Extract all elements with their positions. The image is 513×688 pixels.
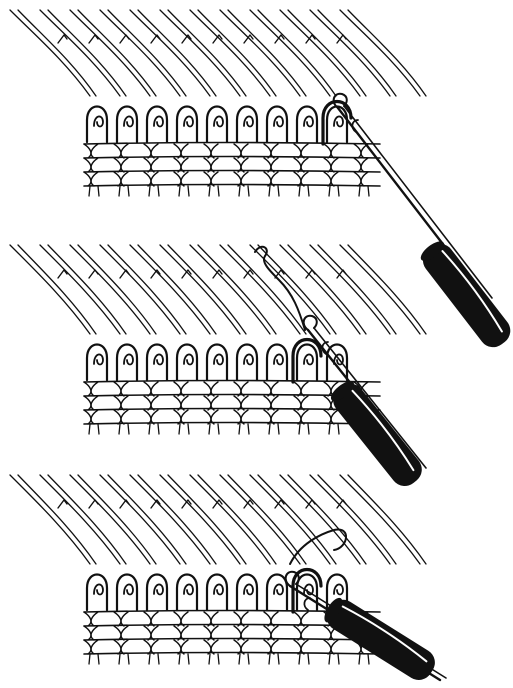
stitch-loop — [237, 575, 257, 611]
stitch-loop — [117, 575, 137, 611]
stitch-loops — [87, 102, 351, 145]
yarn-strands — [10, 475, 426, 564]
stitch-loop — [147, 575, 167, 611]
stitch-loop — [207, 575, 227, 611]
stitch-loop — [237, 345, 257, 381]
stitch-loop — [177, 345, 197, 381]
stitch-loop — [293, 340, 321, 383]
stitch-loops — [87, 340, 347, 383]
latch-needle-tool — [304, 316, 428, 492]
stitch-loop — [147, 345, 167, 381]
stitch-loop — [297, 107, 317, 143]
yarn-strands — [10, 245, 426, 334]
stitch-loop — [87, 107, 107, 143]
knitted-fabric — [84, 143, 380, 197]
needle-handle — [416, 237, 513, 353]
latch-needle-tool — [334, 94, 513, 353]
panel-step-1 — [10, 10, 513, 353]
latch-needle-tool — [286, 572, 446, 686]
stitch-loop — [117, 345, 137, 381]
needle-handle — [326, 376, 427, 491]
stitch-loop — [147, 107, 167, 143]
yarn-strands — [10, 10, 426, 96]
stitch-loop — [117, 107, 137, 143]
stitch-loop — [267, 575, 287, 611]
stitch-loop — [87, 575, 107, 611]
panel-step-3 — [10, 475, 446, 685]
stitch-loop — [177, 107, 197, 143]
stitch-loop — [207, 345, 227, 381]
stitch-loop — [267, 107, 287, 143]
stitch-loop — [177, 575, 197, 611]
panel-step-2 — [10, 245, 427, 492]
stitch-loop — [237, 107, 257, 143]
stitch-loop — [207, 107, 227, 143]
stitch-loop — [267, 345, 287, 381]
stitch-loop — [87, 345, 107, 381]
